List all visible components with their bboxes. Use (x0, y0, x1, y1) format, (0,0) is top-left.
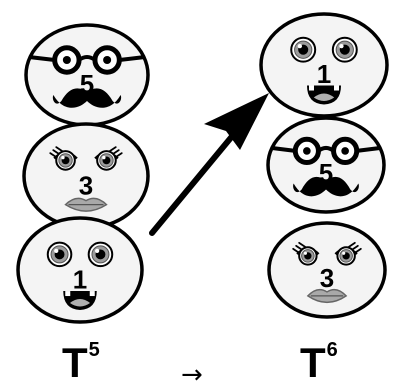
right-face-2: 5 (266, 116, 386, 214)
face-number: 1 (317, 59, 331, 89)
right-face-1: 1 (259, 12, 389, 118)
left-face-2: 3 (22, 122, 150, 230)
face-number: 1 (73, 264, 87, 294)
face-outline (16, 216, 144, 324)
transition-arrow-symbol: → (181, 360, 203, 390)
face-number: 5 (80, 69, 94, 99)
right-state-label: T6 (300, 339, 338, 388)
mustache-icon (52, 88, 122, 108)
left-state-label: T5 (62, 339, 100, 388)
right-label-base: T (300, 339, 326, 386)
right-face-3: 3 (267, 221, 387, 319)
left-label-base: T (62, 339, 88, 386)
move-arrow (149, 93, 269, 236)
left-face-3: 1 (16, 216, 144, 324)
face-number: 3 (320, 263, 334, 293)
left-face-1: 5 (24, 23, 150, 127)
face-number: 5 (319, 158, 333, 188)
left-label-exponent: 5 (88, 339, 100, 361)
right-label-exponent: 6 (326, 339, 338, 361)
face-number: 3 (79, 170, 93, 200)
face-outline (259, 12, 389, 118)
mustache-icon (293, 176, 359, 197)
